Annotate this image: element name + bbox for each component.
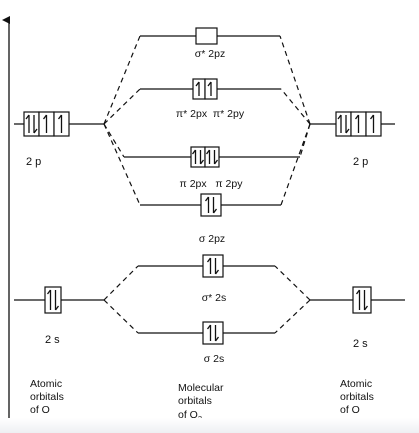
right-2s-label: 2 s: [353, 338, 368, 350]
pi-2p-label: π 2px π 2py: [180, 178, 244, 190]
right-caption: Atomic orbitals of O: [340, 378, 377, 416]
sigma-star-2pz-box: [195, 27, 218, 45]
left-caption: Atomic orbitals of O: [30, 378, 67, 416]
right-2s-orbital-box: [352, 286, 372, 314]
left-2s-label: 2 s: [45, 334, 60, 346]
sigma-2pz-label: σ 2pz: [199, 233, 225, 245]
pi-star-2p-orbital-cell: [192, 78, 206, 100]
sigma-2pz-box: [200, 193, 222, 217]
bottom-fade: [0, 418, 419, 433]
sigma-star-2pz-orbital-cell: [195, 27, 218, 45]
sigma-2s-orbital-cell: [202, 321, 224, 345]
left-2p-orbital-cell: [53, 111, 70, 137]
sigma-star-2s-box: [202, 254, 224, 278]
left-2p-label: 2 p: [26, 156, 41, 168]
sigma-2s-box: [202, 321, 224, 345]
pi-2p-orbital-cell: [190, 146, 206, 168]
sigma-star-2s-orbital-cell: [202, 254, 224, 278]
right-2p-orbital-cell: [350, 111, 367, 137]
sigma-2pz-orbital-cell: [200, 193, 222, 217]
left-2p-orbital-cell: [23, 111, 40, 137]
left-2p-orbital-cell: [38, 111, 55, 137]
pi-star-2p-orbital-cell: [204, 78, 218, 100]
left-2p-orbital-boxes: [23, 111, 70, 137]
pi-2p-boxes: [190, 146, 220, 168]
left-correlation-lines: [103, 35, 141, 334]
left-2s-orbital-box: [44, 286, 62, 314]
right-2p-orbital-boxes: [335, 111, 382, 137]
pi-star-2p-boxes: [192, 78, 218, 100]
right-correlation-lines: [274, 35, 311, 334]
pi-star-2p-label: π* 2px π* 2py: [176, 108, 245, 120]
right-2p-orbital-cell: [365, 111, 382, 137]
sigma-star-2s-label: σ* 2s: [202, 292, 227, 304]
left-2s-orbital-cell: [44, 286, 62, 314]
right-2s-orbital-cell: [352, 286, 372, 314]
molecular-caption: Molecular orbitals of O2: [178, 382, 226, 423]
sigma-2s-label: σ 2s: [204, 353, 225, 365]
right-2p-orbital-cell: [335, 111, 352, 137]
sigma-star-2pz-label: σ* 2pz: [195, 48, 225, 60]
right-2p-label: 2 p: [353, 156, 368, 168]
pi-2p-orbital-cell: [204, 146, 220, 168]
